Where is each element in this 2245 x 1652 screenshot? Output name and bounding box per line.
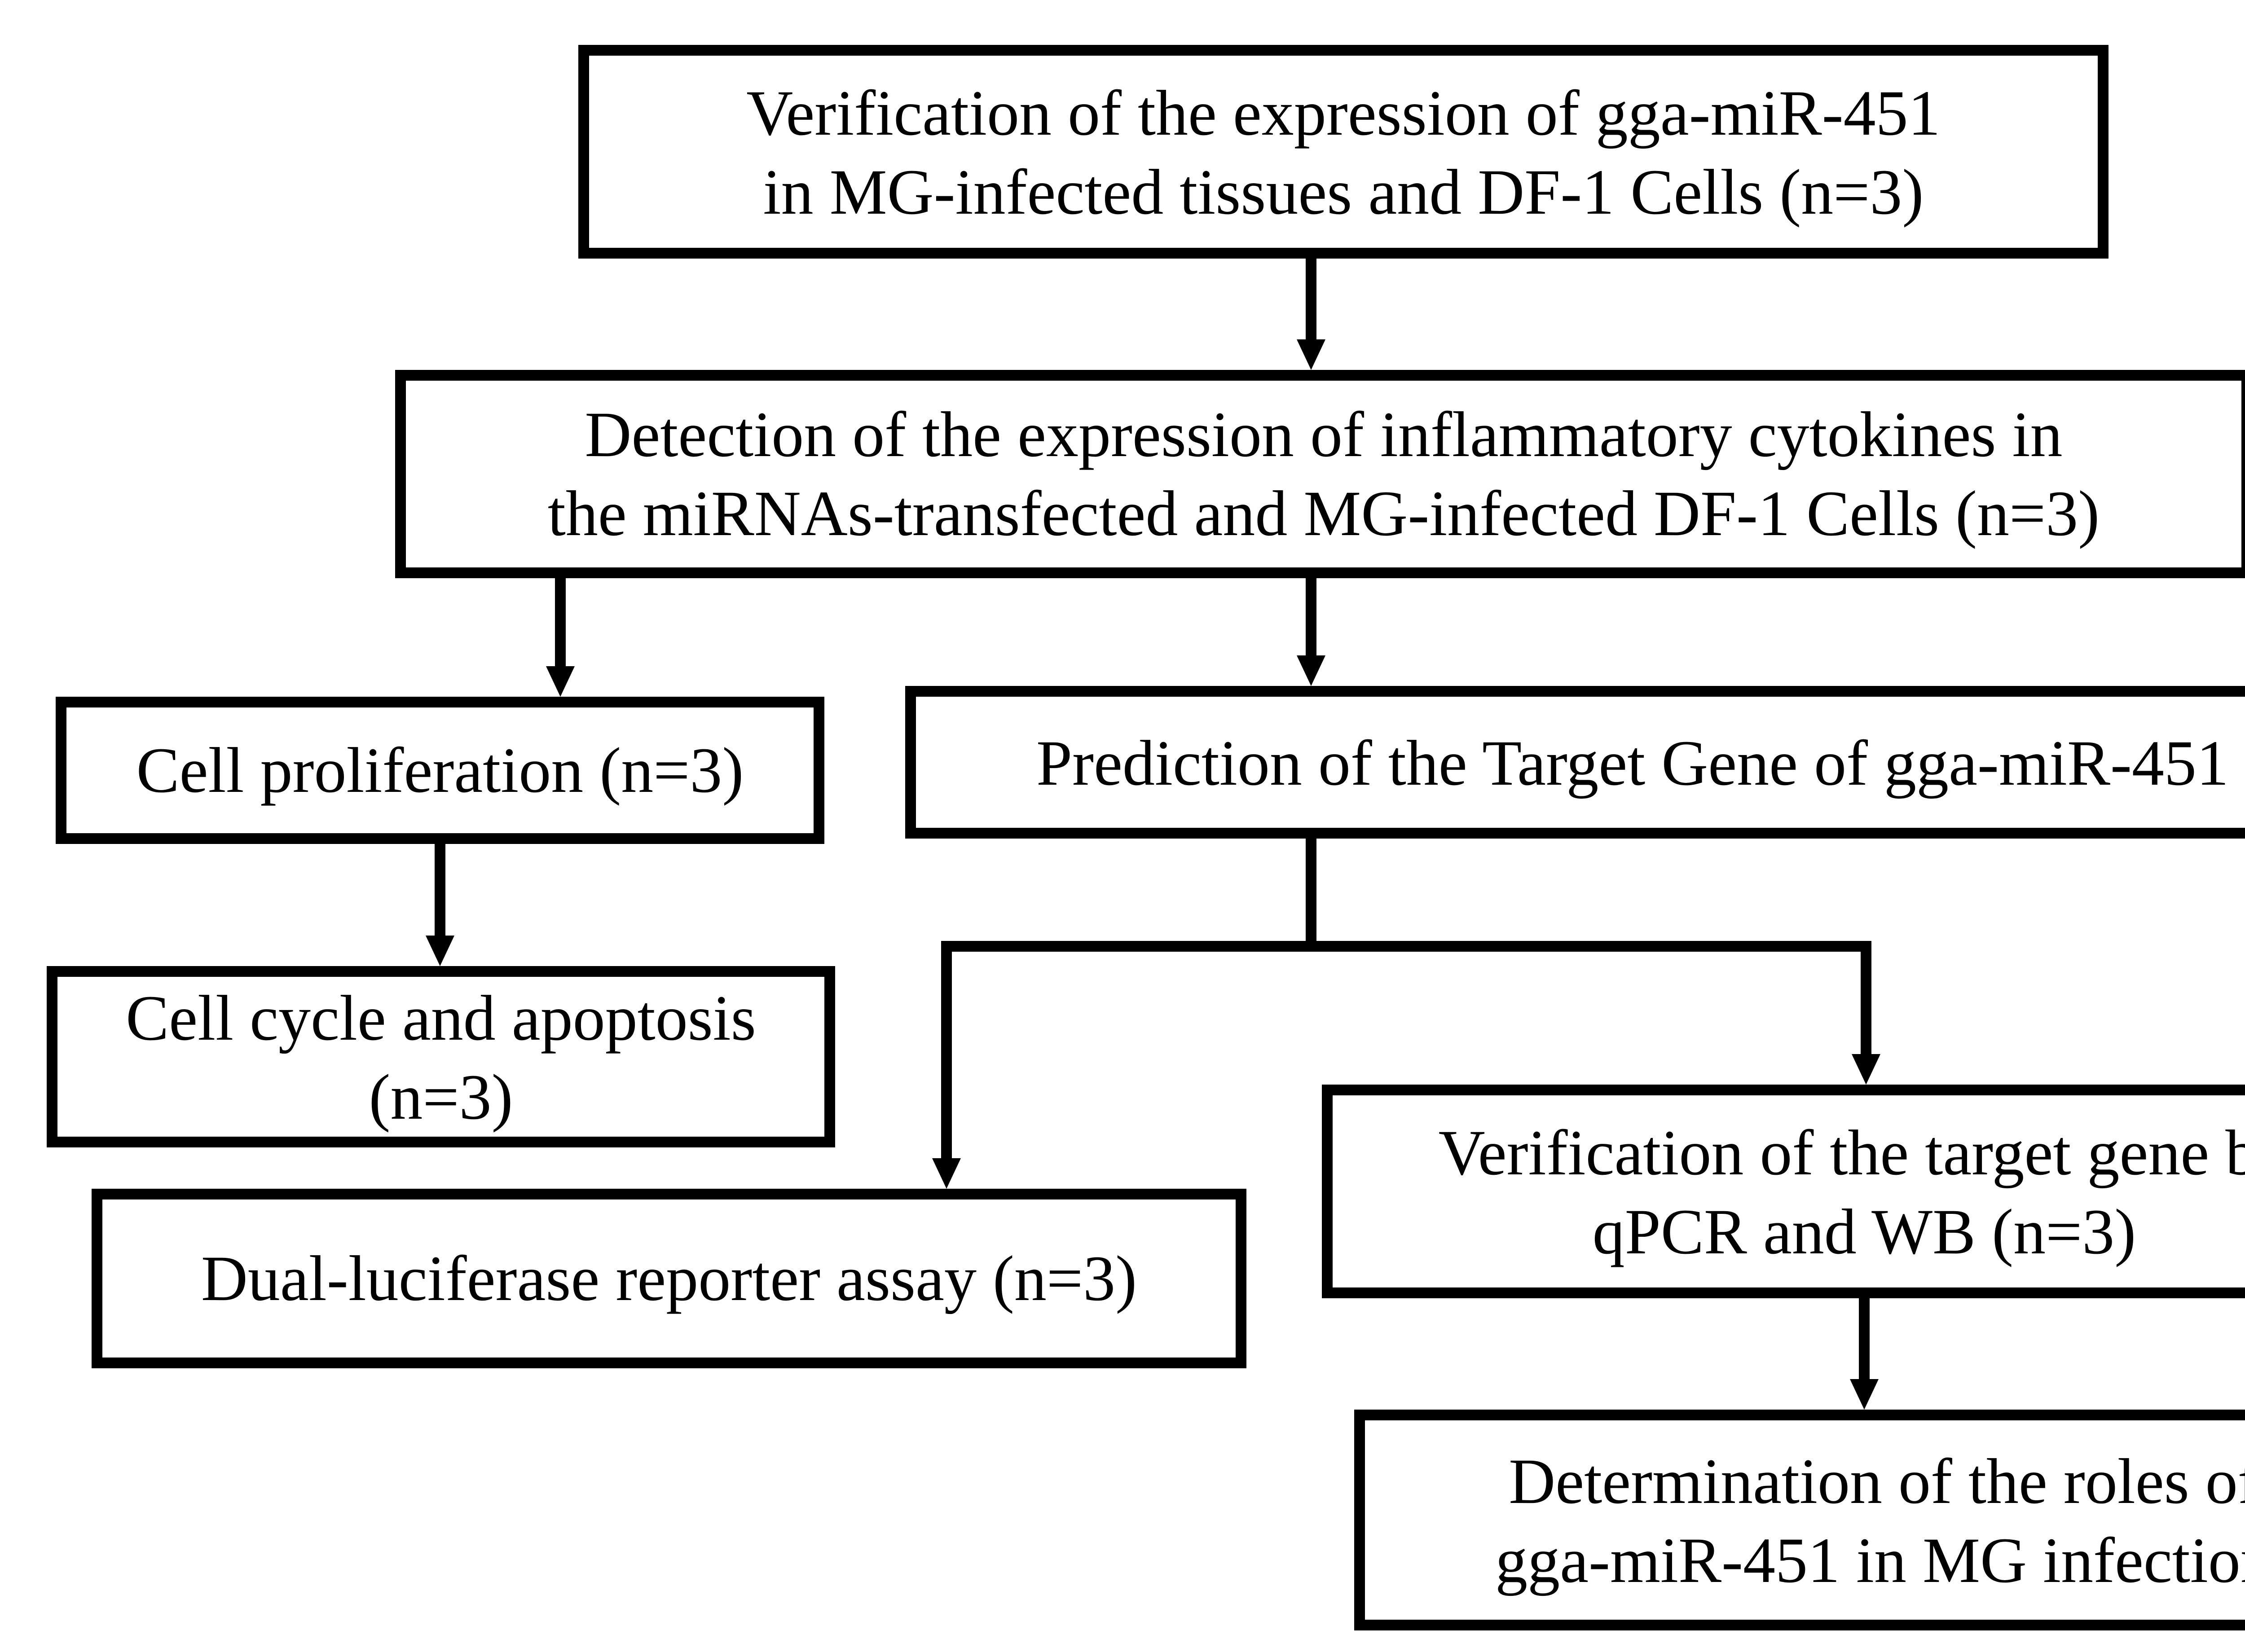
node-text-line: Determination of the roles of <box>1509 1445 2245 1516</box>
connector-box1-box2-stem <box>1306 259 1316 341</box>
node-target-gene-prediction: Prediction of the Target Gene of gga-miR… <box>905 686 2245 839</box>
connector-box4-branch-stem <box>1306 839 1316 952</box>
node-target-gene-verification: Verification of the target gene by qPCR … <box>1322 1085 2245 1298</box>
arrow-down-icon <box>1297 339 1325 370</box>
connector-branch-bar <box>941 941 1871 952</box>
node-text-line: Detection of the expression of inflammat… <box>585 399 2063 470</box>
arrow-down-icon <box>1850 1379 1879 1410</box>
node-text-line: Cell proliferation (n=3) <box>136 734 744 806</box>
node-text-line: (n=3) <box>369 1060 513 1132</box>
arrow-down-icon <box>1297 655 1325 686</box>
connector-branch-box6-stem <box>941 941 952 1160</box>
node-roles-determination: Determination of the roles of gga-miR-45… <box>1354 1410 2245 1630</box>
connector-branch-box7-stem <box>1861 941 1871 1056</box>
node-text-line: Verification of the expression of gga-mi… <box>746 76 1941 148</box>
node-cell-proliferation: Cell proliferation (n=3) <box>56 697 824 844</box>
arrow-down-icon <box>932 1158 961 1189</box>
connector-box3-box5-stem <box>435 844 445 937</box>
connector-box2-box3-stem <box>555 578 566 668</box>
arrow-down-icon <box>546 666 575 697</box>
node-text-line: in MG-infected tissues and DF-1 Cells (n… <box>763 155 1924 227</box>
connector-box2-box4-stem <box>1306 578 1316 657</box>
node-text-line: Dual-luciferase reporter assay (n=3) <box>201 1243 1137 1314</box>
node-verification-expression: Verification of the expression of gga-mi… <box>578 45 2109 259</box>
arrow-down-icon <box>1852 1054 1880 1085</box>
node-text-line: Verification of the target gene by <box>1438 1116 2245 1188</box>
node-text-line: Prediction of the Target Gene of gga-miR… <box>1036 726 2229 798</box>
node-cell-cycle-apoptosis: Cell cycle and apoptosis (n=3) <box>47 966 835 1147</box>
node-detection-cytokines: Detection of the expression of inflammat… <box>395 370 2245 578</box>
arrow-down-icon <box>426 936 454 966</box>
node-text-line: Cell cycle and apoptosis <box>126 981 756 1053</box>
node-text-line: the miRNAs-transfected and MG-infected D… <box>547 478 2100 549</box>
node-text-line: gga-miR-451 in MG infection <box>1495 1524 2245 1595</box>
node-text-line: qPCR and WB (n=3) <box>1592 1195 2136 1267</box>
node-dual-luciferase-assay: Dual-luciferase reporter assay (n=3) <box>92 1189 1246 1368</box>
connector-box7-box8-stem <box>1859 1298 1870 1381</box>
